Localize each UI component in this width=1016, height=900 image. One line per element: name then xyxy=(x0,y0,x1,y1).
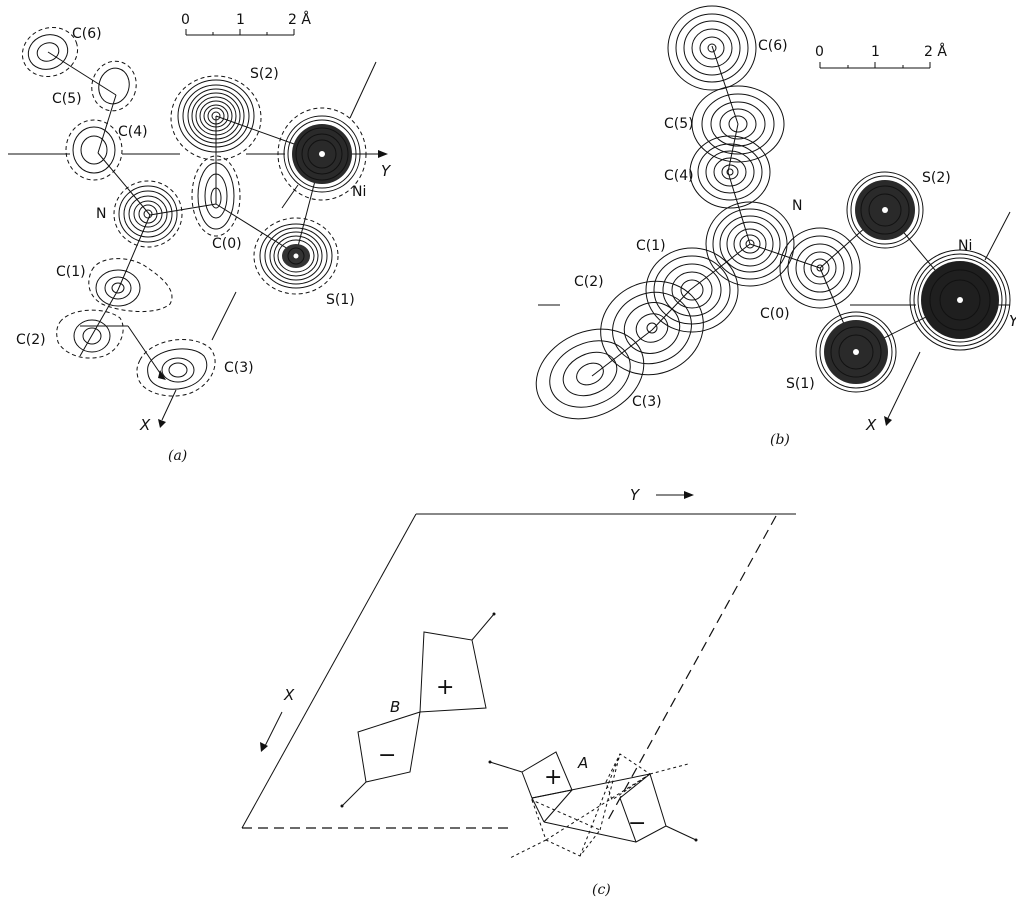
axis-x-label-b: X xyxy=(865,416,877,434)
atom-label-c3-b: C(3) xyxy=(632,394,662,410)
molecule-b: B + − xyxy=(340,612,496,808)
panel-a: 0 1 2 Å Y X xyxy=(8,11,392,464)
axis-x-label-a: X xyxy=(139,416,151,434)
axis-y-label-c: Y xyxy=(630,486,641,504)
atom-label-n-a: N xyxy=(96,206,106,222)
molecule-a: A + − xyxy=(488,751,698,843)
unit-cell xyxy=(241,513,796,829)
axes-c: Y X xyxy=(260,486,694,752)
axis-x-label-c: X xyxy=(283,686,295,704)
atom-label-s2-b: S(2) xyxy=(922,170,951,186)
molecule-label-b: B xyxy=(390,698,400,716)
caption-c: (c) xyxy=(592,882,611,898)
atom-label-c0-b: C(0) xyxy=(760,306,790,322)
atom-contour-c3-b xyxy=(535,328,645,420)
atom-contour-ni-a xyxy=(277,107,367,201)
plus-sign-b: + xyxy=(436,675,454,700)
atom-label-c6-a: C(6) xyxy=(72,26,102,42)
atom-contour-c5-b xyxy=(691,85,785,163)
caption-b: (b) xyxy=(770,432,790,448)
atom-label-ni-a: Ni xyxy=(352,184,366,200)
atom-label-c2-b: C(2) xyxy=(574,274,604,290)
molecule-a-dashed xyxy=(509,753,689,859)
axis-y-label-b: Y xyxy=(1009,312,1016,330)
atom-contour-n-a xyxy=(113,180,183,248)
scale-tick-1: 1 xyxy=(236,12,245,28)
atom-label-c5-b: C(5) xyxy=(664,116,694,132)
atom-label-c6-b: C(6) xyxy=(758,38,788,54)
atom-contour-c4-a xyxy=(65,119,123,181)
caption-a: (a) xyxy=(168,448,187,464)
atom-contour-ni-b xyxy=(909,249,1011,351)
scale-tick-2-b: 2 Å xyxy=(924,43,947,60)
atom-label-s1-a: S(1) xyxy=(326,292,355,308)
panel-b: 0 1 2 Å Y X xyxy=(535,5,1016,448)
atom-label-s2-a: S(2) xyxy=(250,66,279,82)
scale-tick-2: 2 Å xyxy=(288,11,311,28)
atom-contour-c0-b xyxy=(779,227,861,309)
minus-sign-a: − xyxy=(628,811,646,836)
axis-y-label-a: Y xyxy=(381,162,392,180)
atom-contour-s2-a xyxy=(170,75,262,161)
atom-contour-c1-a xyxy=(88,258,173,313)
scale-tick-0: 0 xyxy=(181,12,190,28)
scale-bar-a: 0 1 2 Å xyxy=(181,11,311,36)
atom-label-c3-a: C(3) xyxy=(224,360,254,376)
plus-sign-a: + xyxy=(544,765,562,790)
atom-contour-c4-b xyxy=(689,135,771,209)
atom-contour-n-b xyxy=(705,201,795,287)
atom-label-c5-a: C(5) xyxy=(52,91,82,107)
axes-b: Y X xyxy=(538,211,1016,434)
atom-contour-c6-a xyxy=(21,26,79,78)
atom-contour-c3-a xyxy=(136,339,216,397)
atom-label-c2-a: C(2) xyxy=(16,332,46,348)
atom-label-c1-a: C(1) xyxy=(56,264,86,280)
atom-contour-s1-a xyxy=(253,217,339,295)
atom-contour-s2-b xyxy=(846,171,924,249)
atom-label-c1-b: C(1) xyxy=(636,238,666,254)
atom-label-ni-b: Ni xyxy=(958,238,972,254)
atom-contour-c2-a xyxy=(56,309,124,359)
panel-c: Y X B + − xyxy=(241,486,796,898)
atom-contour-c6-b xyxy=(667,5,757,91)
bonds-a xyxy=(47,51,323,380)
scale-bar-b: 0 1 2 Å xyxy=(815,43,947,69)
atom-label-s1-b: S(1) xyxy=(786,376,815,392)
atom-label-c4-b: C(4) xyxy=(664,168,694,184)
atom-contour-c0-a xyxy=(191,155,241,237)
atom-contour-c5-a xyxy=(91,60,137,112)
atom-label-c4-a: C(4) xyxy=(118,124,148,140)
molecule-label-a: A xyxy=(577,754,588,772)
atom-contour-c2-b xyxy=(600,280,704,376)
atom-label-c0-a: C(0) xyxy=(212,236,242,252)
scale-tick-0-b: 0 xyxy=(815,44,824,60)
atom-contour-c1-b xyxy=(645,247,739,333)
axes-a: Y X xyxy=(8,61,392,434)
atom-contour-s1-b xyxy=(815,311,897,393)
atom-label-n-b: N xyxy=(792,198,802,214)
scale-tick-1-b: 1 xyxy=(871,44,880,60)
minus-sign-b: − xyxy=(378,743,396,768)
